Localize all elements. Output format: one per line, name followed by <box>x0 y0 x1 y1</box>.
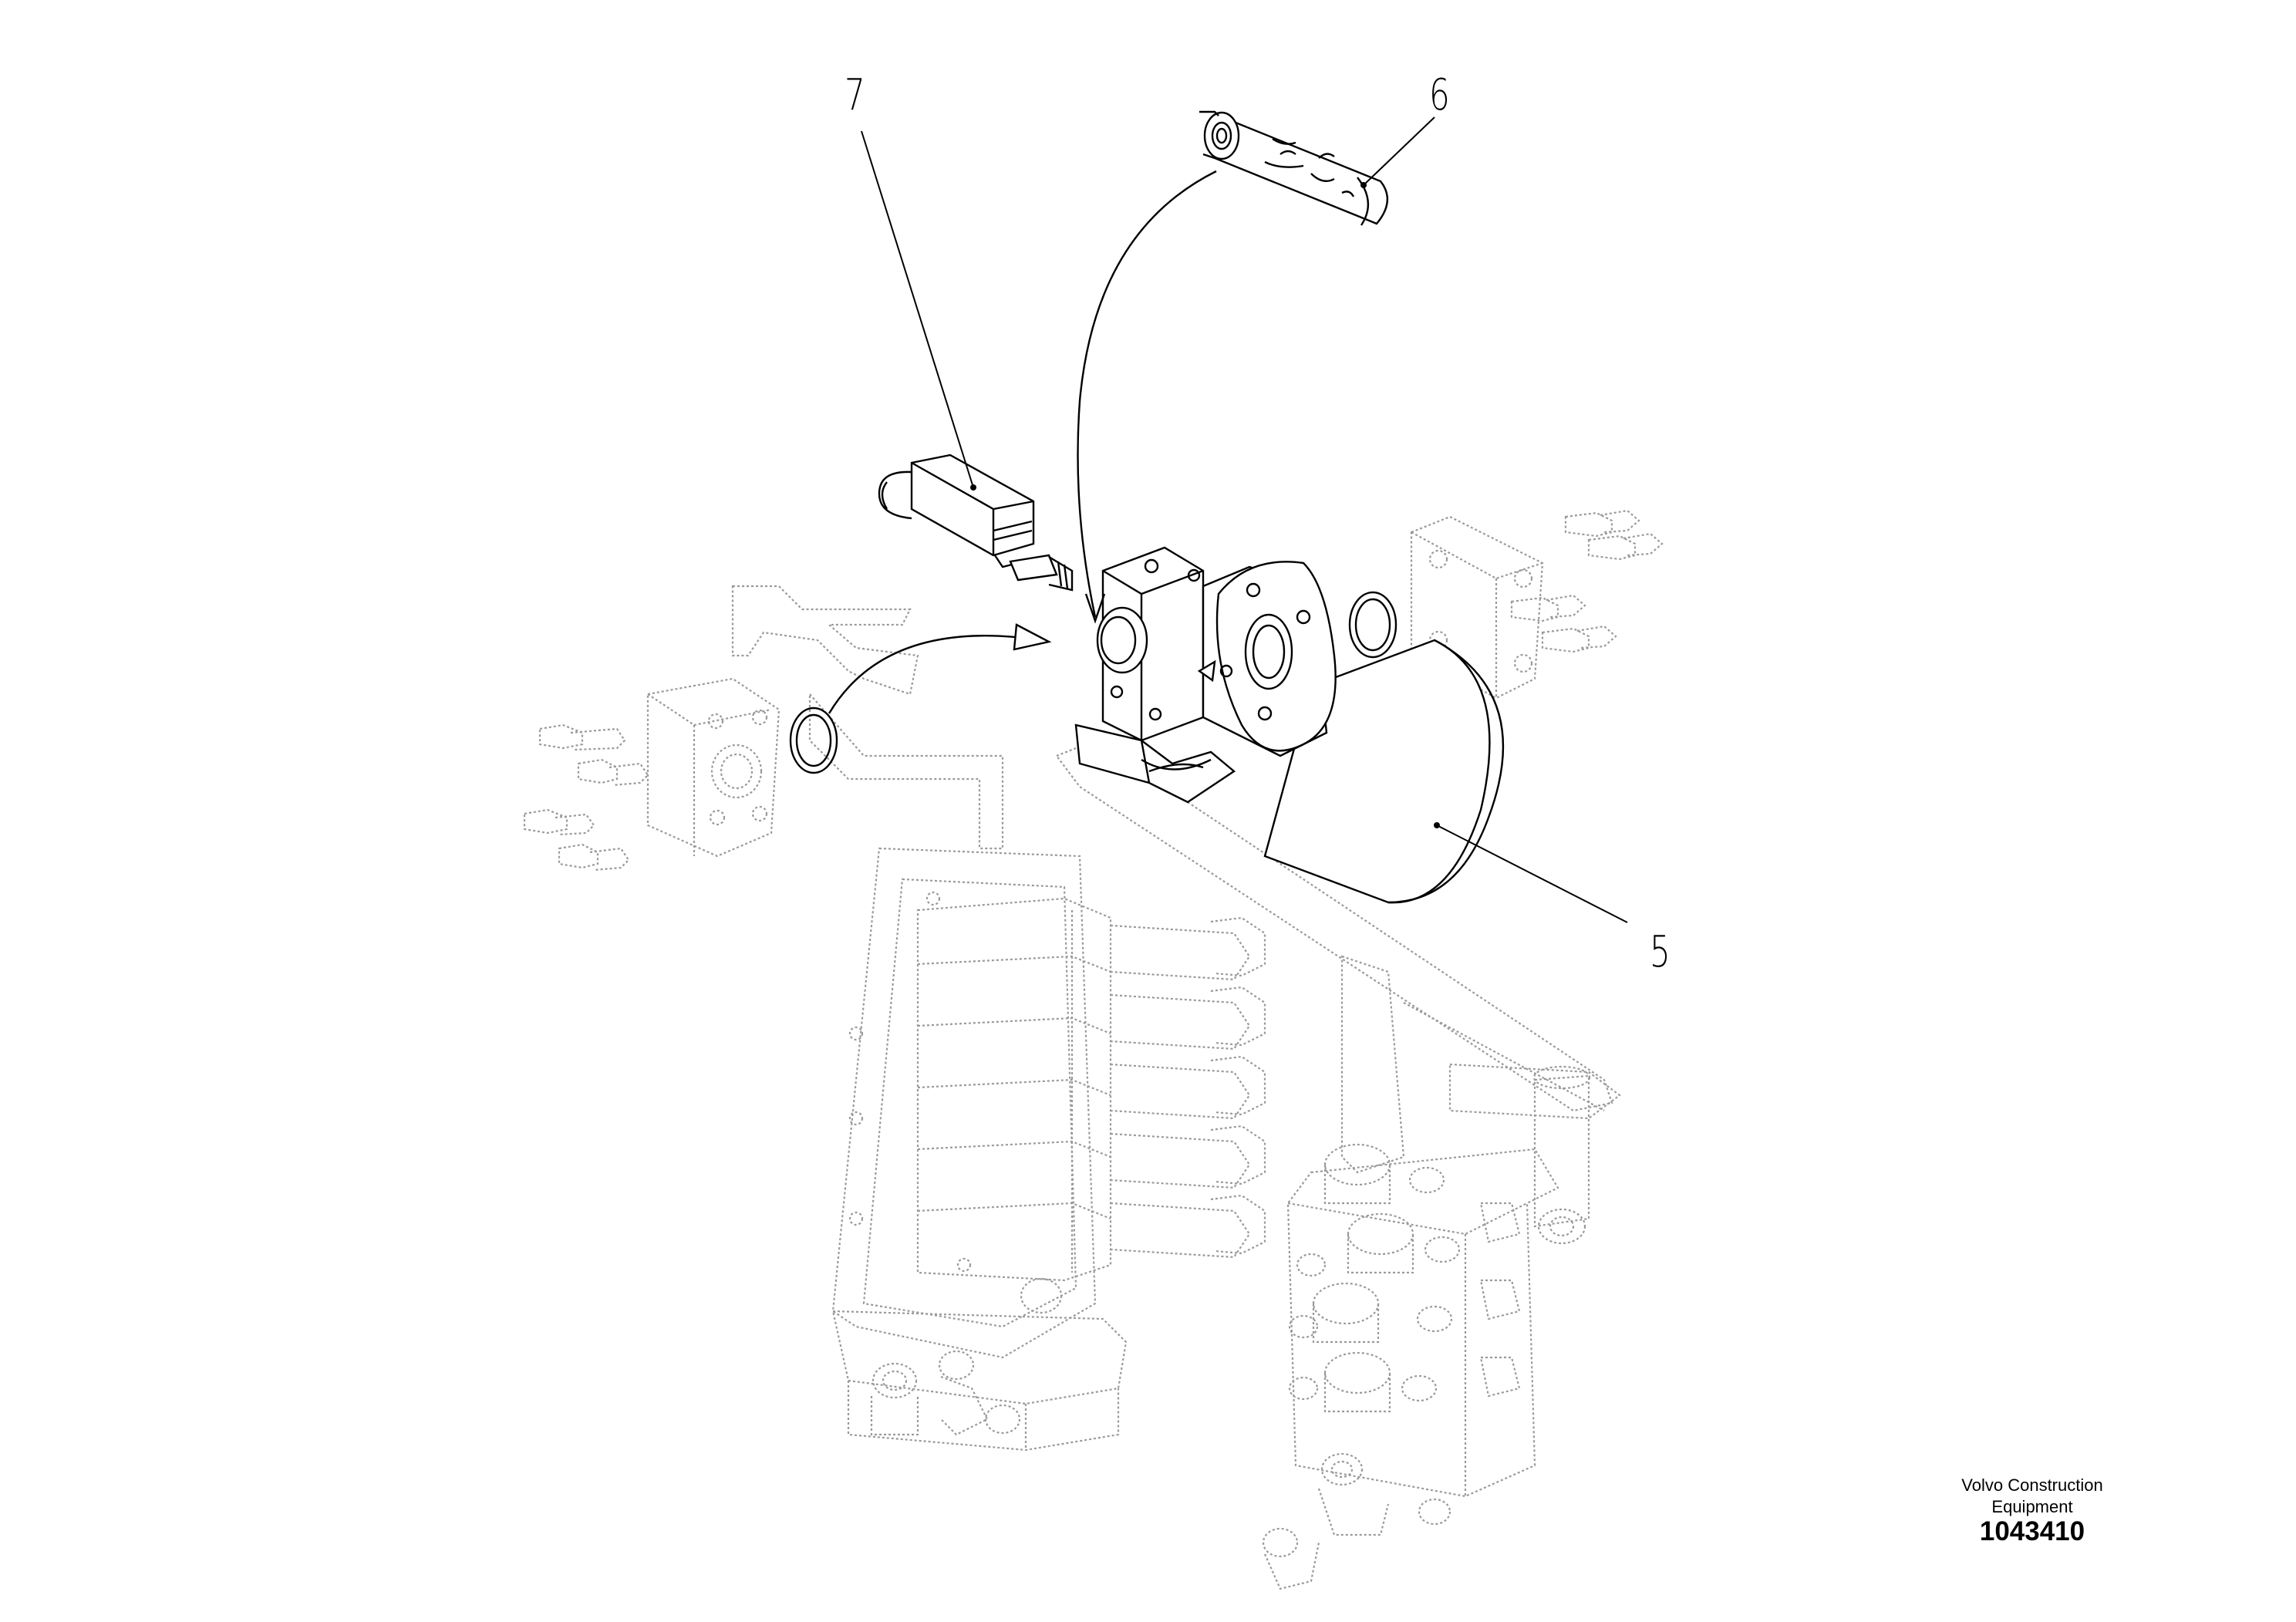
company-name-line2: Equipment <box>1991 1497 2073 1516</box>
company-name-line1: Volvo Construction <box>1961 1475 2103 1495</box>
foreground-parts <box>789 110 1628 923</box>
o-ring-right <box>1348 591 1397 659</box>
leader-line-6 <box>1363 116 1435 186</box>
company-name: Volvo Construction Equipment <box>1909 1475 2156 1518</box>
leader-line-5 <box>1436 824 1628 923</box>
callout-number-5: 5 <box>1650 927 1671 977</box>
part-5-filter-housing <box>1074 546 1505 904</box>
leader-line-7 <box>861 130 974 488</box>
part-6-filter-element <box>1199 110 1389 226</box>
assembly-arrow-head <box>1013 623 1052 651</box>
assembly-arrow-filter <box>1077 170 1217 618</box>
part-7-pressure-sensor <box>878 454 1074 592</box>
callout-number-7: 7 <box>845 70 865 120</box>
o-ring-left <box>789 706 838 774</box>
background-valve-assembly <box>523 509 1664 1590</box>
callout-number-6: 6 <box>1429 70 1450 120</box>
assembly-arrow-oring <box>828 635 1042 714</box>
arrow-filter-head <box>1084 593 1106 624</box>
illustration-number: 1043410 <box>1979 1516 2085 1546</box>
